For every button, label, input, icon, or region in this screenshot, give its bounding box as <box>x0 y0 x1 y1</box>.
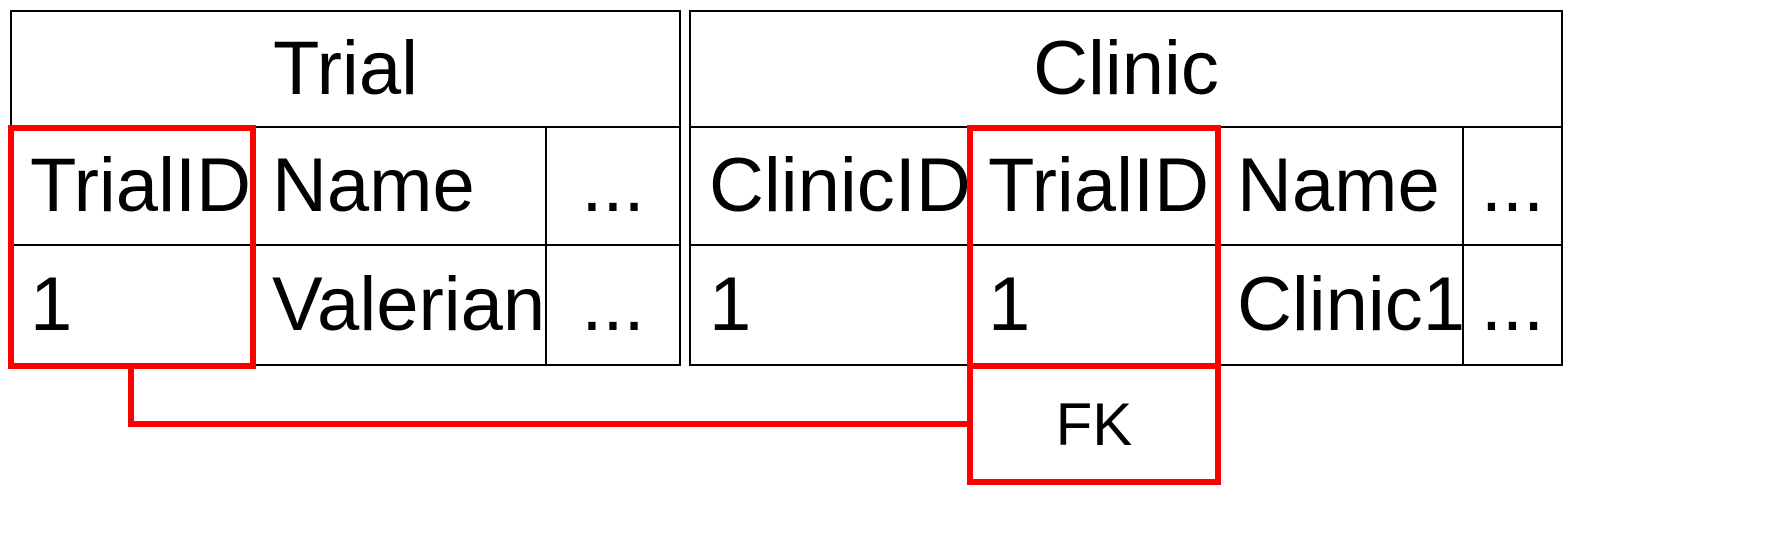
clinic-row-clinicid: 1 <box>689 244 970 366</box>
connector-line <box>128 366 973 427</box>
trial-row-more: ... <box>545 244 681 366</box>
clinic-header-more: ... <box>1462 126 1563 246</box>
trial-header-name: Name <box>252 126 547 246</box>
clinic-row-more: ... <box>1462 244 1563 366</box>
clinic-header-name: Name <box>1217 126 1464 246</box>
clinic-header-clinicid: ClinicID <box>689 126 971 246</box>
fk-label: FK <box>1055 390 1133 458</box>
